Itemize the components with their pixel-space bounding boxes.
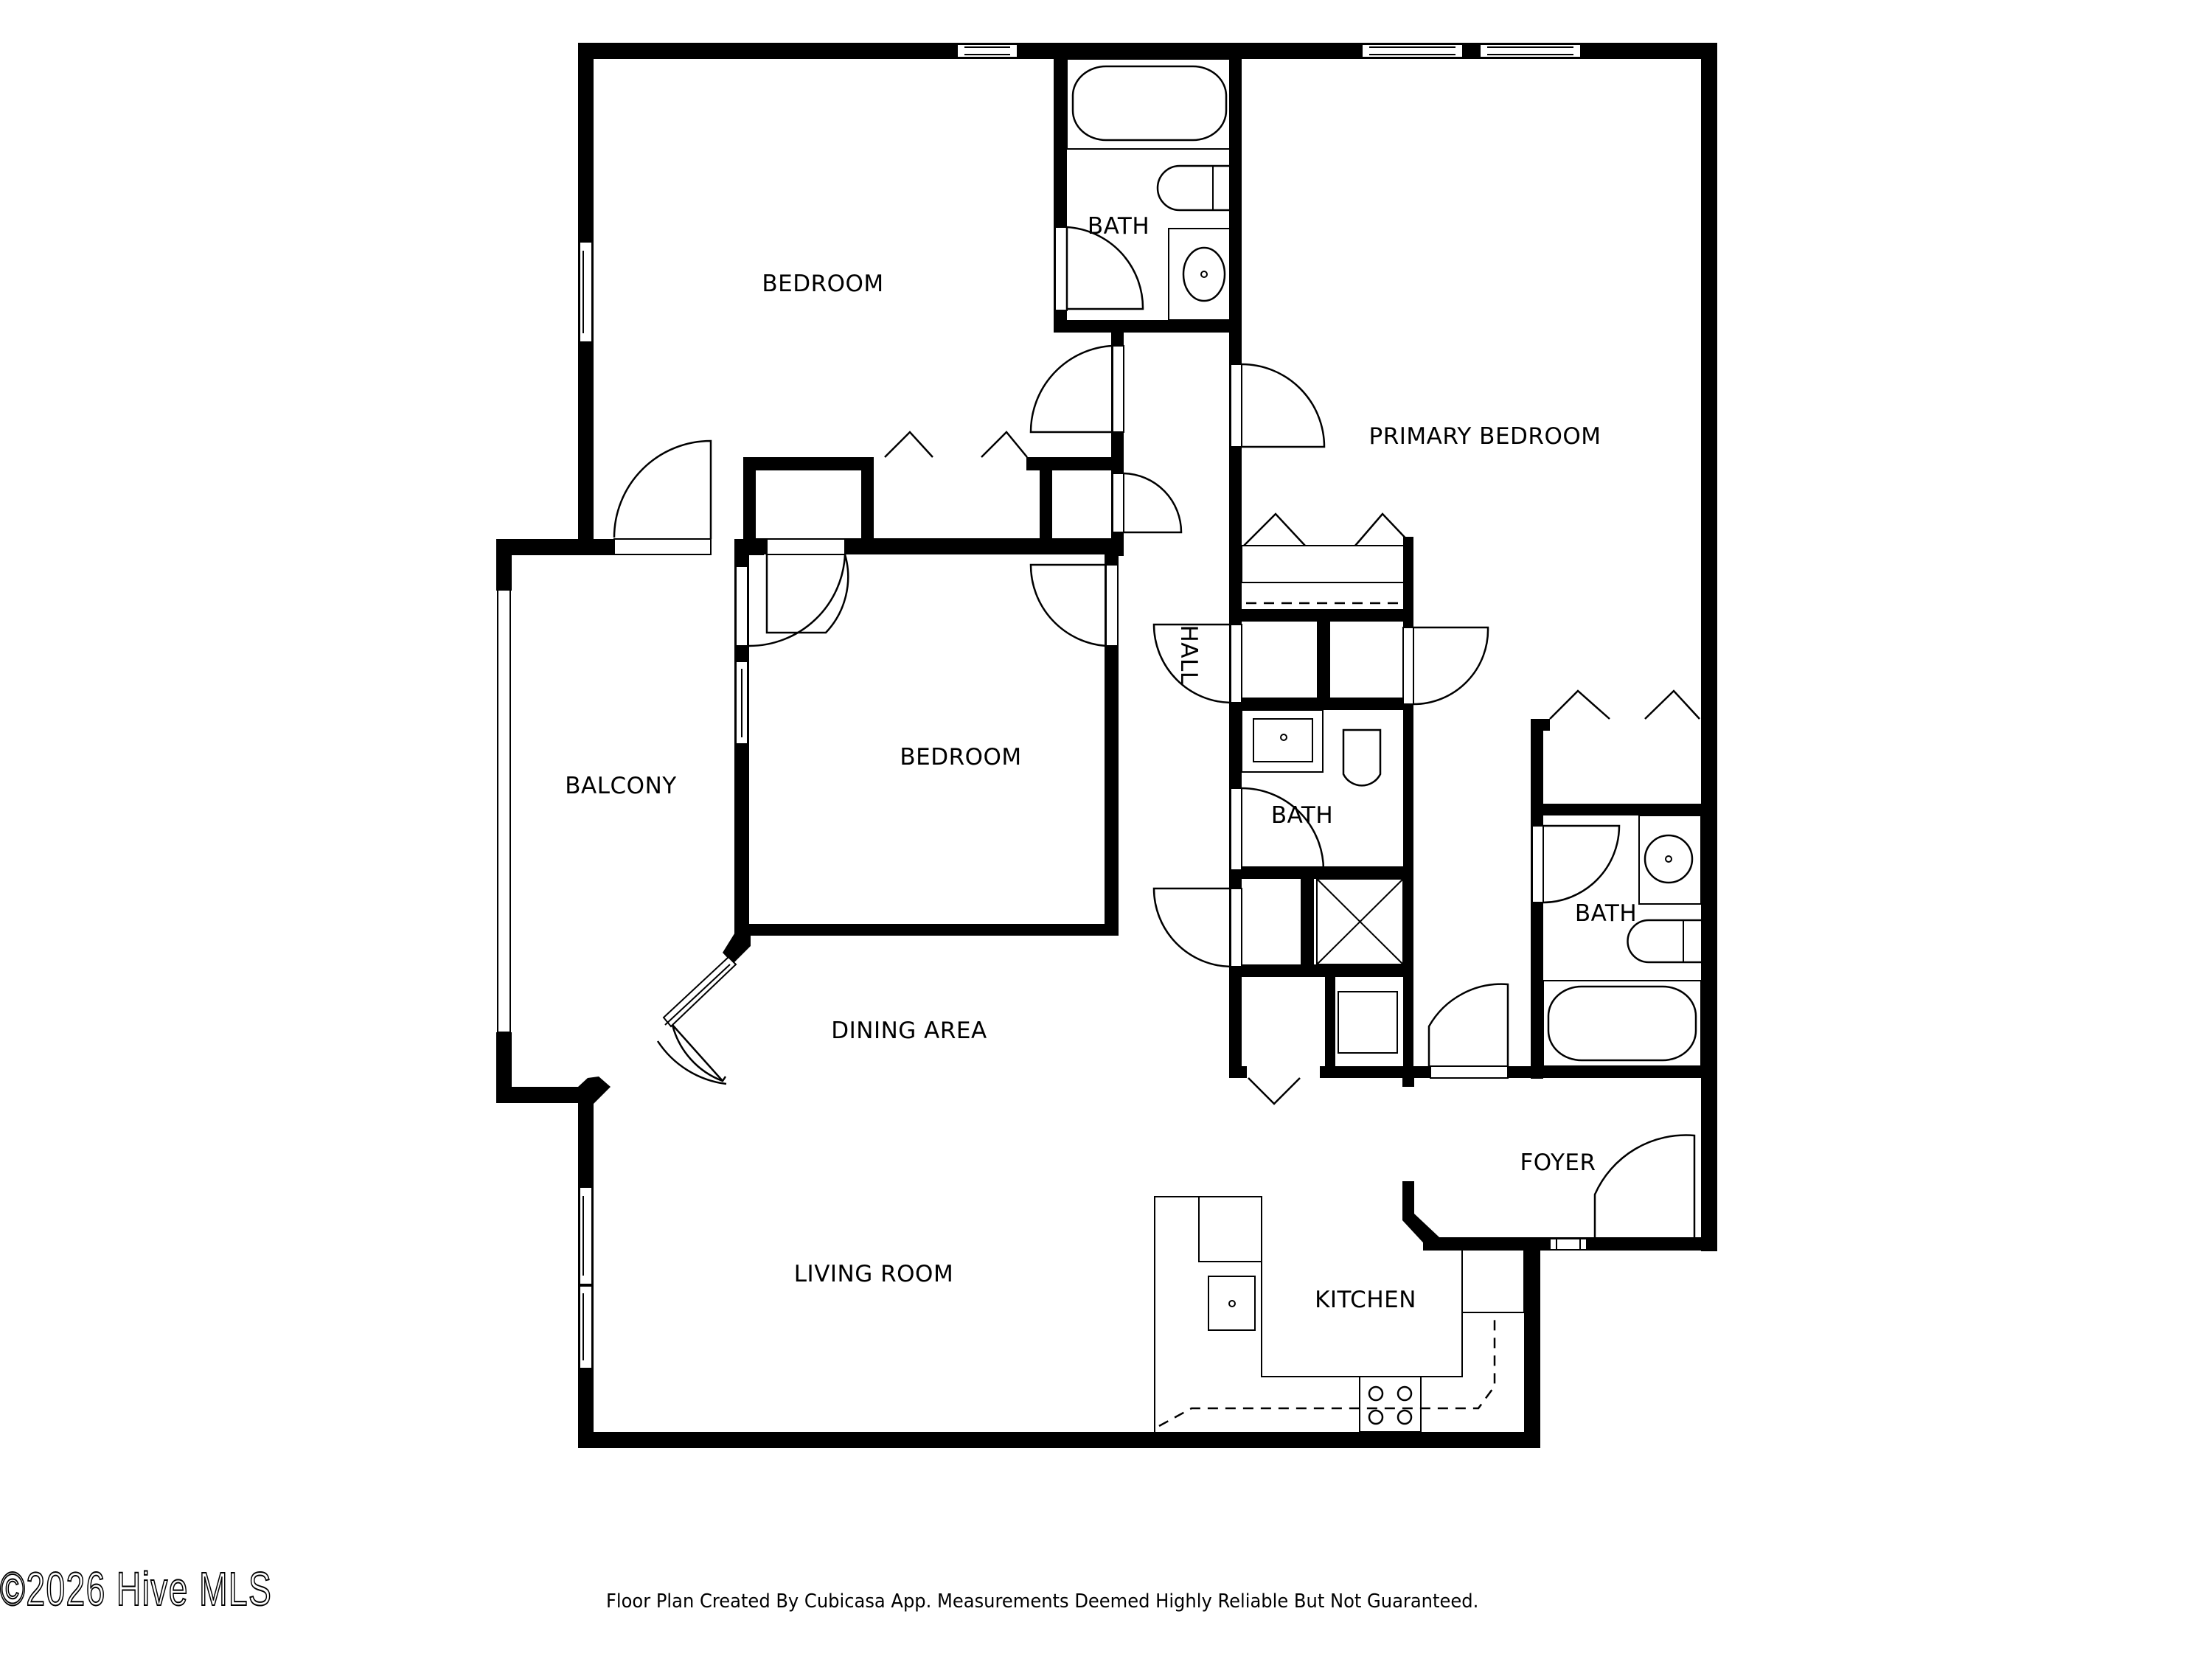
room-label-kitchen: KITCHEN <box>1315 1287 1416 1313</box>
doors <box>613 226 1700 1237</box>
interior-walls <box>734 43 1717 1085</box>
room-label-living-room: LIVING ROOM <box>793 1261 954 1287</box>
room-label-primary-bedroom: PRIMARY BEDROOM <box>1368 423 1601 450</box>
room-label-bath-2: BATH <box>1270 802 1334 829</box>
copyright-watermark: ©2026 Hive MLS <box>0 1562 273 1616</box>
room-label-dining-area: DINING AREA <box>831 1018 987 1044</box>
windows <box>497 44 1587 1369</box>
room-label-hall: HALL <box>1175 625 1202 685</box>
room-label-bath-1: BATH <box>1087 213 1150 240</box>
room-label-bath-3: BATH <box>1574 900 1638 927</box>
room-label-bedroom-1: BEDROOM <box>762 271 884 297</box>
room-label-bedroom-2: BEDROOM <box>900 744 1022 771</box>
room-label-foyer: FOYER <box>1520 1150 1596 1176</box>
disclaimer-text: Floor Plan Created By Cubicasa App. Meas… <box>606 1590 1479 1613</box>
fixtures <box>1066 58 1702 1433</box>
room-label-balcony: BALCONY <box>565 773 677 799</box>
